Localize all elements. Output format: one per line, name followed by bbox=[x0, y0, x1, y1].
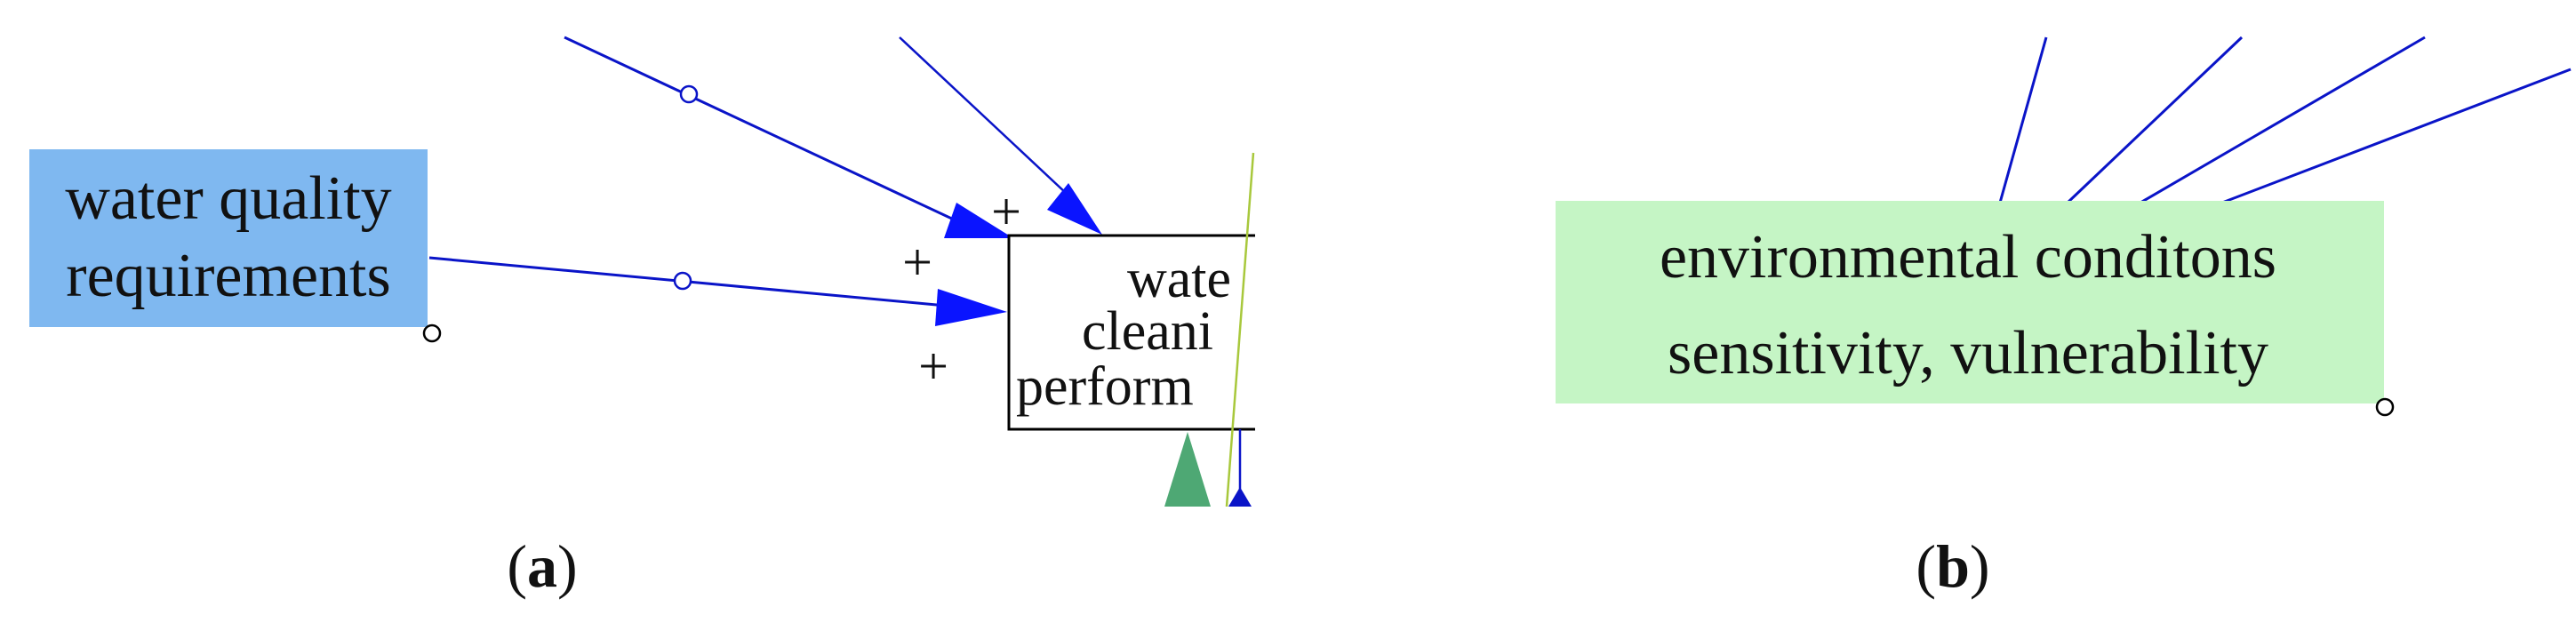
link-top-left bbox=[564, 36, 970, 228]
source-node-water-quality-requirements-background bbox=[29, 149, 428, 327]
environmental-conditions-node-background bbox=[1556, 201, 2384, 403]
target-node-line-1: wate bbox=[1127, 249, 1231, 309]
blue-arrowhead-below-box bbox=[1228, 487, 1252, 507]
panel-b: environmental conditons sensitivity, vul… bbox=[1556, 36, 2572, 417]
panel-b-link-3 bbox=[2140, 36, 2426, 204]
source-node-line-2: requirements bbox=[66, 242, 390, 310]
yellow-green-link bbox=[1225, 152, 1255, 507]
link-top-left-arrowhead bbox=[944, 203, 1013, 238]
polarity-sign-2: + bbox=[902, 233, 932, 292]
panel-a: water quality requirements + + + wate cl… bbox=[29, 36, 1262, 507]
panel-a-right-edge bbox=[1255, 133, 1264, 507]
link-top-left-handle bbox=[679, 84, 699, 104]
caption-a: (a) bbox=[507, 532, 577, 600]
panel-b-link-1 bbox=[1998, 36, 2048, 204]
polarity-sign-1: + bbox=[991, 182, 1021, 241]
panel-b-link-2 bbox=[2066, 36, 2244, 204]
link-top-middle bbox=[899, 36, 1068, 195]
link-top-middle-arrowhead bbox=[1047, 183, 1102, 235]
source-node-line-1: water quality bbox=[65, 164, 391, 233]
target-node-box bbox=[1007, 234, 1262, 431]
green-arrowhead bbox=[1164, 432, 1211, 507]
link-source-to-target-arrowhead bbox=[935, 289, 1007, 326]
environmental-conditions-node-handle[interactable] bbox=[2375, 397, 2395, 417]
target-node-line-3: perform bbox=[1016, 356, 1194, 417]
caption-b: (b) bbox=[1916, 532, 1989, 600]
environmental-conditions-node-line-2: sensitivity, vulnerability bbox=[1668, 319, 2268, 387]
source-node-handle[interactable] bbox=[422, 323, 442, 343]
target-node-line-2: cleani bbox=[1082, 301, 1213, 362]
environmental-conditions-node-line-1: environmental conditons bbox=[1660, 223, 2276, 292]
polarity-sign-3: + bbox=[918, 337, 948, 395]
link-source-to-target-handle bbox=[673, 271, 692, 291]
panel-b-link-4 bbox=[2221, 68, 2572, 204]
link-source-to-target bbox=[428, 256, 956, 308]
